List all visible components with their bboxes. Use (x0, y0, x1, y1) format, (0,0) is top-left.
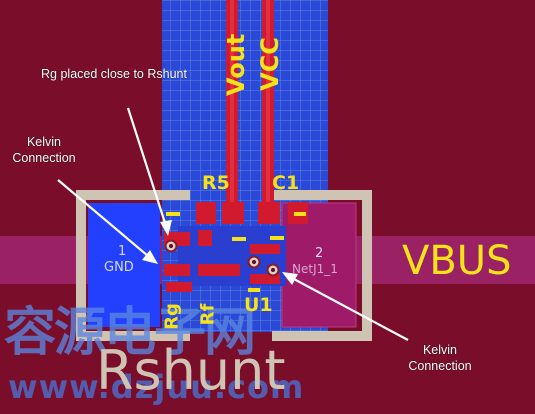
u1-label: U1 (244, 294, 273, 316)
vout-label: Vout (222, 33, 250, 96)
r5-pad-left (196, 202, 216, 224)
pad-1-number: 1 (118, 244, 127, 259)
callout-kelvin-right: Kelvin Connection (408, 343, 472, 373)
via-kelvin-right (266, 263, 280, 277)
rg-label: Rg (161, 303, 183, 330)
watermark-url: www.dzjuu.com (8, 368, 305, 406)
r5-label: R5 (202, 172, 230, 194)
via-center (247, 255, 261, 269)
u1-pad (164, 264, 190, 276)
arrow-kelvin-left (57, 179, 158, 264)
u1-pad (250, 244, 280, 254)
u1-pad (250, 274, 280, 284)
pad-2-net: NetJ1_1 (292, 262, 338, 276)
arrow-rg-close (126, 107, 172, 236)
rf-label: Rf (197, 303, 219, 326)
callout-kelvin-left: Kelvin Connection (12, 135, 76, 165)
via-kelvin-left (164, 239, 178, 253)
vcc-trace (262, 0, 274, 220)
u1-pad (166, 282, 192, 292)
pad-1-net: GND (104, 260, 134, 275)
watermark-cn: 容源电子网 (4, 302, 256, 363)
callout-rg-close: Rg placed close to Rshunt (41, 67, 187, 81)
c1-label: C1 (272, 172, 300, 194)
vbus-label: VBUS (402, 238, 512, 284)
rshunt-label: Rshunt (96, 339, 286, 402)
vout-trace (226, 0, 238, 220)
u1-pad (198, 264, 240, 276)
vcc-label: VCC (256, 37, 284, 91)
pad-2-number: 2 (315, 246, 324, 261)
u1-pad (198, 230, 212, 246)
c1-pad-left (258, 202, 280, 224)
r5-pad-right (222, 202, 244, 224)
arrow-kelvin-right (282, 272, 409, 341)
pad-1-gnd (88, 203, 160, 327)
